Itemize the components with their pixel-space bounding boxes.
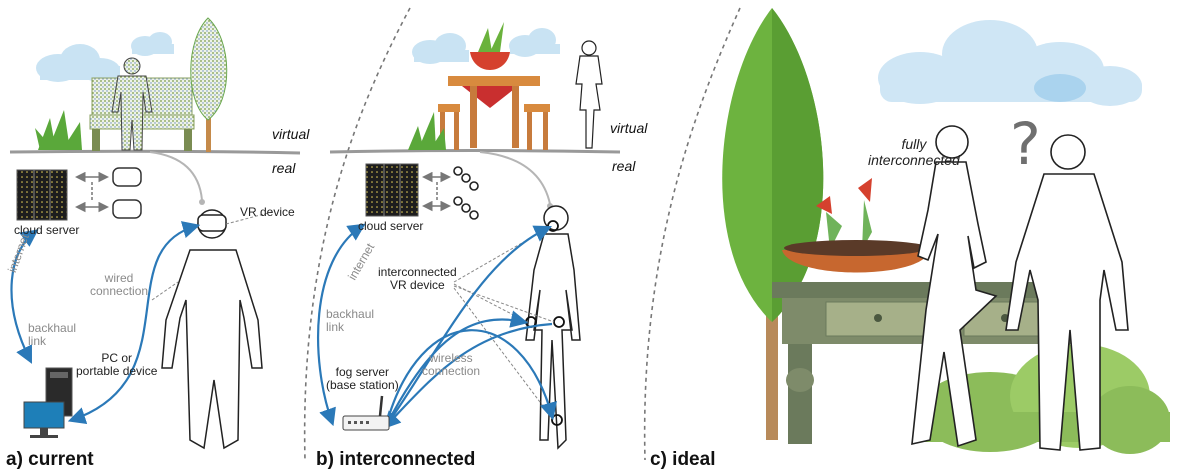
virtual-label: virtual <box>610 120 648 136</box>
real-label: real <box>612 158 636 174</box>
panel-divider <box>643 7 741 461</box>
tree-icon <box>190 17 228 152</box>
plant-icon <box>35 110 82 150</box>
vr-headset-icon <box>112 167 142 219</box>
vr-device-rings-icon <box>453 166 479 220</box>
person-outline-icon <box>161 209 263 450</box>
clouds-icon <box>36 32 174 82</box>
server-rack-icon <box>16 169 68 221</box>
plant-icon <box>408 112 446 150</box>
wireless-connection-label: wireless connection <box>422 351 481 378</box>
panel-ideal <box>722 8 1170 454</box>
virtual-label: virtual <box>272 126 310 142</box>
person-outline-icon <box>1005 134 1129 451</box>
potted-plant-icon <box>470 22 510 70</box>
backhaul-link-label: backhaul link <box>326 307 375 334</box>
server-rack-icon <box>365 163 419 217</box>
router-icon <box>342 395 390 431</box>
panel-divider <box>303 7 411 461</box>
wired-connection-label: wired connection <box>90 271 149 298</box>
table-icon <box>438 76 550 150</box>
fully-interconnected-label: fully interconnected <box>868 136 960 168</box>
caption-interconnected: b) interconnected <box>316 449 476 470</box>
virtual-avatar-icon <box>111 57 153 151</box>
pc-icon <box>23 367 73 438</box>
panel-interconnected <box>317 22 621 450</box>
person-outline-icon <box>911 125 998 448</box>
vr-device-label: VR device <box>240 205 295 219</box>
pc-device-label: PC or portable device <box>76 351 158 378</box>
question-mark: ? <box>1010 110 1041 178</box>
cloud-server-label: cloud server <box>14 223 80 237</box>
clouds-icon <box>878 20 1142 106</box>
panel-current <box>9 17 301 450</box>
caption-current: a) current <box>6 449 94 470</box>
backhaul-link-label: backhaul link <box>28 321 77 348</box>
caption-ideal: c) ideal <box>650 449 716 470</box>
virtual-avatar-icon <box>575 40 603 149</box>
clouds-icon <box>412 28 560 64</box>
person-outline-icon <box>525 205 581 450</box>
fog-server-label: fog server (base station) <box>326 365 399 392</box>
cloud-server-label: cloud server <box>358 219 424 233</box>
interconnected-vr-device-label: interconnected VR device <box>378 265 457 292</box>
real-label: real <box>272 160 296 176</box>
potted-plant-icon <box>782 178 930 273</box>
